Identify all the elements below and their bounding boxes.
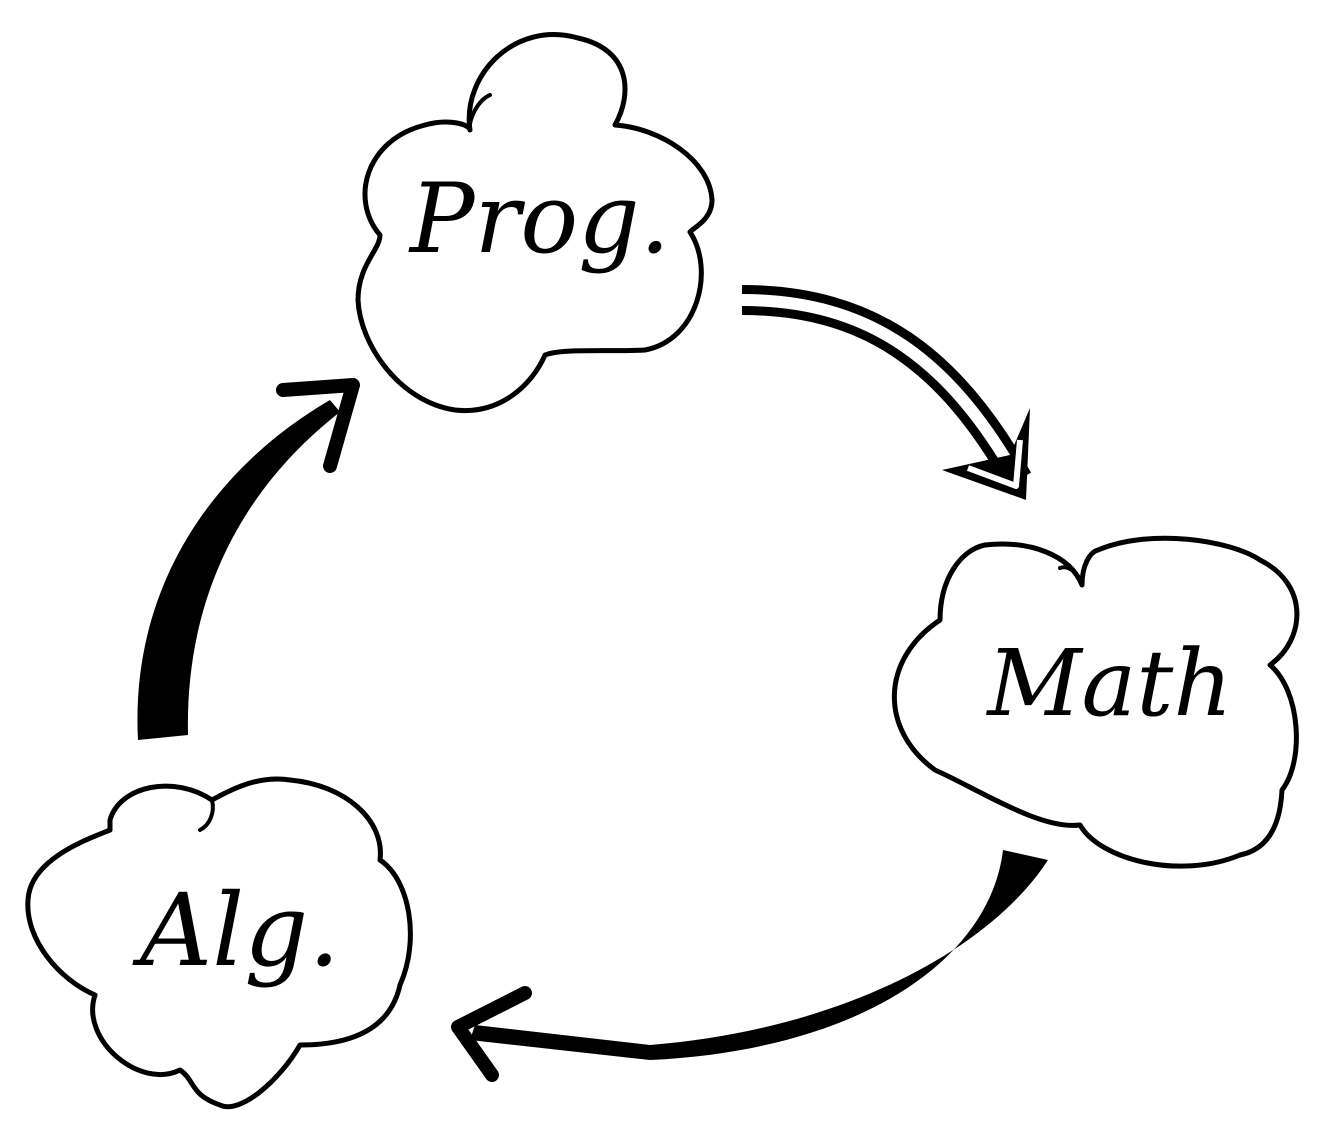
label-prog: Prog. — [408, 163, 670, 275]
arrow-prog-to-math — [741, 285, 1032, 500]
label-math: Math — [985, 630, 1232, 737]
arrow-math-to-alg — [451, 850, 1048, 1082]
cloud-prog — [355, 32, 715, 414]
cloud-math — [891, 535, 1300, 869]
arrow-alg-to-prog — [137, 378, 360, 740]
cloud-alg — [25, 776, 413, 1110]
label-alg: Alg. — [132, 872, 340, 989]
